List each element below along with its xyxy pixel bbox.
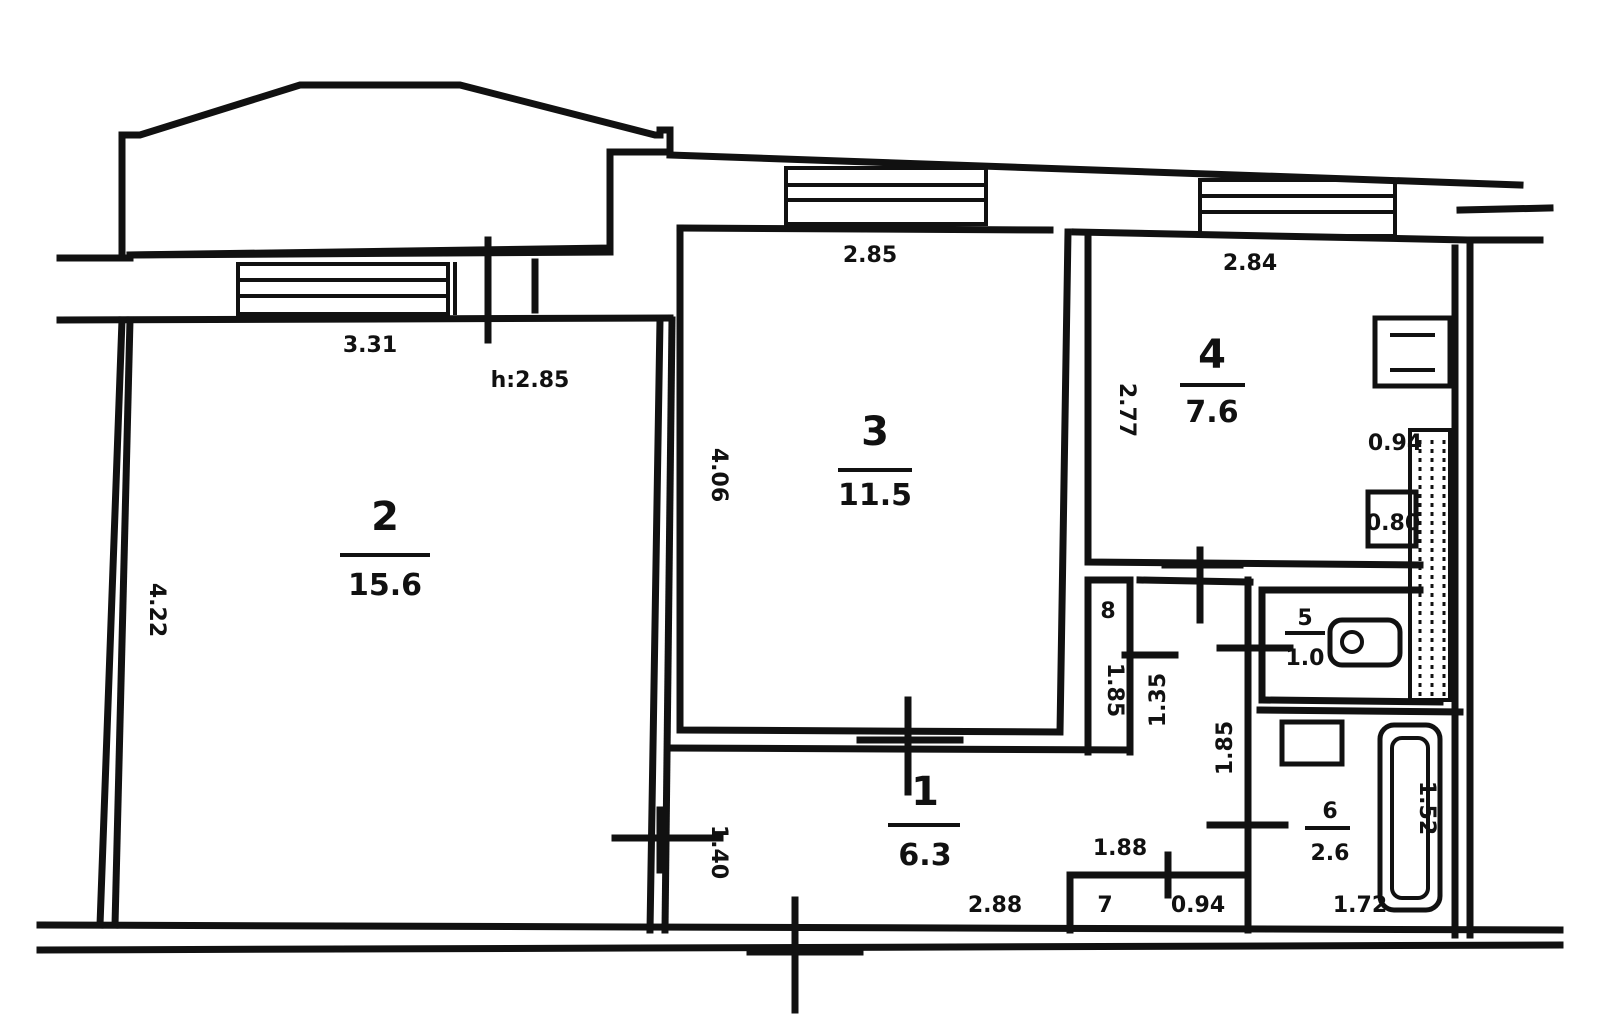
balcony (118, 81, 674, 259)
room-labels: 2 15.6 3 11.5 4 7.6 1 6.3 5 1.0 6 2.6 (340, 332, 1350, 873)
room-4-label: 4 7.6 (1180, 332, 1245, 430)
stove (1372, 315, 1453, 389)
room-4-area: 7.6 (1185, 395, 1238, 430)
dim-hall-side: 1.40 (706, 825, 731, 879)
window-room2 (236, 262, 450, 316)
window-room4 (1198, 178, 1397, 238)
dim-room4-top: 2.84 (1223, 251, 1277, 276)
exterior-walls (36, 151, 1564, 954)
dim-sink: 0.80 (1366, 511, 1420, 536)
room-2-area: 15.6 (348, 568, 422, 603)
room-1-area: 6.3 (898, 838, 951, 873)
room-2-number: 2 (371, 494, 399, 540)
dim-storage-width: 0.94 (1171, 893, 1225, 918)
bathtub (1377, 722, 1443, 913)
dim-closet-inner: 1.85 (1102, 663, 1127, 717)
fixtures (1279, 315, 1453, 913)
dim-room2-top: 3.31 (343, 333, 397, 358)
dim-room3-side: 4.06 (706, 448, 731, 502)
kitchen-sink (1365, 489, 1419, 549)
window-room3 (784, 166, 988, 226)
room-3-number: 3 (861, 409, 889, 455)
dim-room4-side: 2.77 (1114, 383, 1139, 437)
dim-bathtub: 1.52 (1414, 781, 1439, 835)
washbasin (1279, 719, 1345, 767)
dim-kitchen-duct: 0.94 (1368, 431, 1422, 456)
room-5-number: 5 (1297, 606, 1312, 631)
dim-closet-side: 1.35 (1146, 673, 1171, 727)
toilet (1327, 617, 1403, 668)
dim-ceiling-height: h:2.85 (491, 368, 570, 393)
dim-storage-top: 1.88 (1093, 836, 1147, 861)
tick-marks (611, 546, 1294, 1014)
dimension-labels: 3.31 h:2.85 2.85 2.84 4.22 4.06 2.77 1.4… (144, 243, 1439, 918)
room-6-number: 6 (1322, 799, 1337, 824)
room-5-area: 1.0 (1286, 646, 1325, 671)
dim-room2-side: 4.22 (144, 583, 169, 637)
room-3-label: 3 11.5 (838, 409, 912, 513)
dim-hall-bottom: 2.88 (968, 893, 1022, 918)
room-5-label: 5 1.0 (1285, 606, 1325, 671)
room-6-area: 2.6 (1311, 841, 1350, 866)
interior-walls (646, 224, 1464, 934)
ventilation-duct (1418, 440, 1446, 700)
dim-corridor-side: 1.85 (1213, 721, 1238, 775)
windows (236, 166, 1397, 344)
closet-number: 8 (1100, 599, 1115, 624)
dim-room3-top: 2.85 (843, 243, 897, 268)
room-1-number: 1 (911, 769, 939, 815)
room-1-label: 1 6.3 (888, 769, 960, 873)
storage-number: 7 (1097, 893, 1112, 918)
dim-bath-bottom: 1.72 (1333, 893, 1387, 918)
room-4-number: 4 (1198, 332, 1226, 378)
counter (1408, 428, 1452, 702)
room-3-area: 11.5 (838, 478, 912, 513)
room-2-label: 2 15.6 (340, 494, 430, 603)
room-6-label: 6 2.6 (1305, 799, 1350, 866)
